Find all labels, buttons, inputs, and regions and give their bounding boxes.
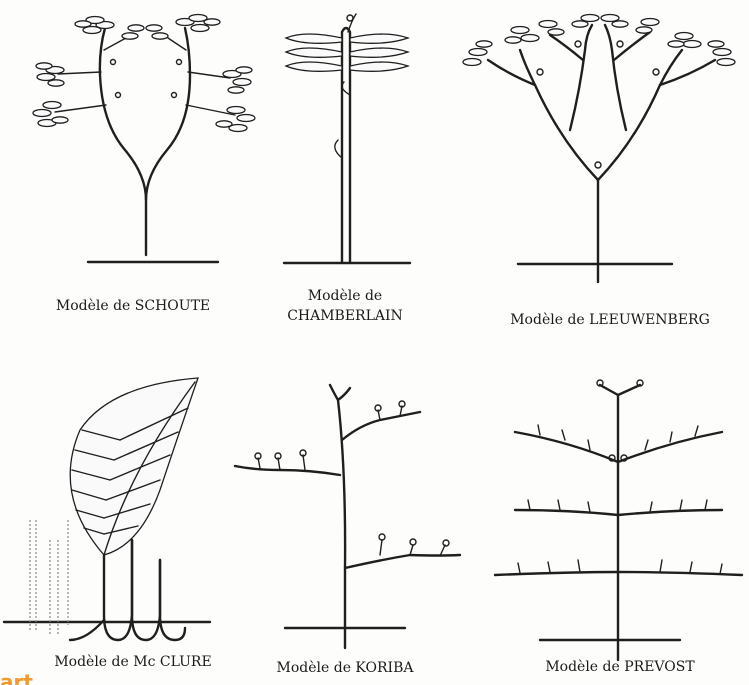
caption-prevost: Modèle de PREVOST bbox=[510, 657, 730, 677]
caption-leeuwenberg-text: Modèle de LEEUWENBERG bbox=[510, 312, 710, 328]
caption-chamberlain-line1: Modèle de bbox=[270, 286, 420, 306]
caption-prevost-text: Modèle de PREVOST bbox=[545, 659, 694, 675]
leeuwenberg-tree-drawing bbox=[463, 15, 735, 283]
caption-chamberlain-line2: CHAMBERLAIN bbox=[270, 306, 420, 326]
caption-mcclure-text: Modèle de Mc CLURE bbox=[54, 654, 211, 670]
mcclure-tree-drawing bbox=[4, 378, 210, 640]
caption-koriba-text: Modèle de KORIBA bbox=[277, 660, 414, 676]
caption-leeuwenberg: Modèle de LEEUWENBERG bbox=[485, 310, 735, 330]
schoute-tree-drawing bbox=[33, 15, 255, 263]
caption-schoute-text: Modèle de SCHOUTE bbox=[56, 298, 210, 314]
chamberlain-tree-drawing bbox=[284, 14, 410, 263]
corner-watermark-text: art bbox=[0, 672, 33, 685]
caption-mcclure: Modèle de Mc CLURE bbox=[18, 652, 248, 672]
koriba-tree-drawing bbox=[235, 385, 460, 648]
corner-watermark: art bbox=[0, 672, 80, 685]
caption-koriba: Modèle de KORIBA bbox=[255, 658, 435, 678]
prevost-tree-drawing bbox=[495, 380, 742, 660]
caption-chamberlain: Modèle de CHAMBERLAIN bbox=[270, 286, 420, 326]
caption-schoute: Modèle de SCHOUTE bbox=[18, 296, 248, 316]
